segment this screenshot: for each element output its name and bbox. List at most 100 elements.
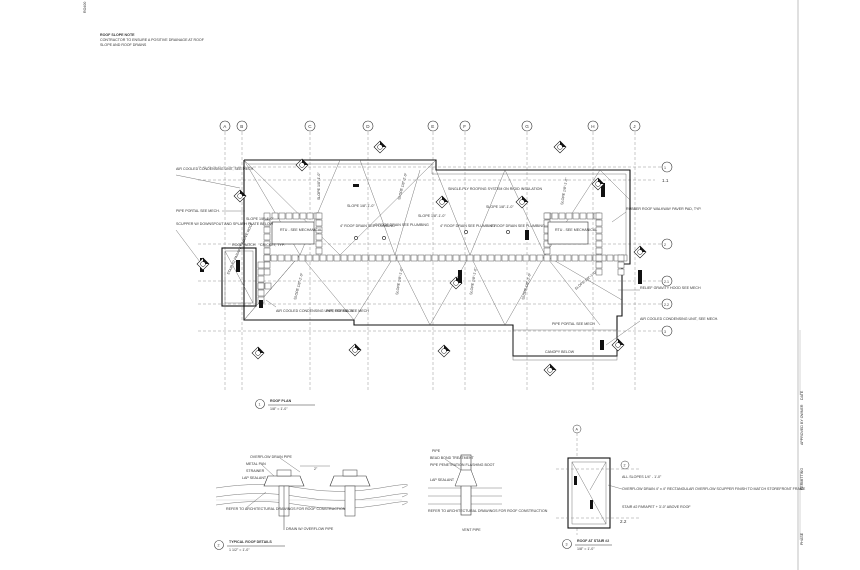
roof-plan-title: 1 ROOF PLAN 1/8" = 1'-0" [255,399,315,411]
rtu-right [547,221,589,245]
walkway-paver [292,212,300,220]
canopy-label: CANOPY BELOW [545,350,575,354]
walkway-paver [595,240,603,248]
slope-label: SLOPE 1/8"-1'-0" [395,267,404,296]
slope-label: SLOPE 1/8"-1'-0" [347,204,375,208]
section-marker [348,343,362,357]
grid-row-label: 2.2 [664,303,669,307]
walkway-paver [263,226,271,234]
title-scale: 1/8" = 1'-0" [577,547,595,551]
equipment-block [601,183,605,197]
callout-scupper: SCUPPER W/ DOWNSPOUT AND SPLASH PLATE BE… [176,222,274,226]
walkway-paver [284,254,292,262]
title-number: 3 [566,543,568,547]
walkway-paver [452,254,460,262]
grid-row-label: 2 [664,243,666,247]
slope-label: SLOPE 1/8"-1'-0" [418,214,446,218]
grid-col-bubble: A [576,428,579,432]
grid-column-label: F [463,124,466,129]
walkway-paver [263,240,271,248]
walkway-paver [606,254,614,262]
slope-label: SLOPE 1/8"-1'-0" [521,272,532,300]
walkway-paver [315,226,323,234]
walkway-paver [291,254,299,262]
section-marker [633,245,647,259]
walkway-paver [459,254,467,262]
rtu-left-label: RTU - SEE MECHANICAL [280,228,322,232]
walkway-paver [277,254,285,262]
grid-column-label: B [240,124,243,129]
walkway-paver [501,254,509,262]
walkway-paver [565,212,573,220]
grid-column-label: J [633,124,635,129]
walkway-paver [617,261,625,269]
walkway-paver [298,254,306,262]
equipment-block [236,260,240,272]
detail-label: BEAD BOND TREATMENT [430,456,475,460]
callout-rubber-walkway: RUBBER ROOF WALKWAY PAVER PAD, TYP. [626,207,701,211]
detail-label: VENT PIPE [462,528,481,532]
walkway-paver [445,254,453,262]
equipment-block [600,340,604,350]
typical-roof-detail-left: OVERFLOW DRAIN PIPE METAL PAN STRAINER L… [214,455,408,552]
walkway-paver [347,254,355,262]
walkway-paver [551,212,559,220]
detail-label: REFER TO ARCHITECTURAL DRAWINGS FOR ROOF… [226,507,346,511]
walkway-paver [264,282,272,290]
title-block-side-labels: PHASE PERMITTING APPROVED BY OWNER DATE [799,330,804,545]
title-scale: 1/8" = 1'-0" [270,407,288,411]
slope-label: SLOPE 1/8"-1'-0" [246,217,274,221]
section-marker [295,158,309,172]
walkway-paver [396,254,404,262]
title-number: 2 [218,544,220,548]
walkway-paver [579,212,587,220]
callout-pipe-portal-right: PIPE PORTAL SEE MECH [552,322,595,326]
walkway-paver [257,275,265,283]
detail-dimension: 2" [314,467,318,471]
walkway-paver [263,268,271,276]
walkway-paver [424,254,432,262]
typical-roof-detail-vent: PIPE BEAD BOND TREATMENT PIPE PENETRATIO… [428,449,548,532]
roof-drain-label: 4" ROOF DRAIN SEE PLUMBING [440,224,495,228]
roof-drain-label: 4" ROOF DRAIN SEE PLUMBING [490,224,545,228]
section-marker [233,189,247,203]
walkway-paver [257,268,265,276]
general-note-line: SLOPE AND ROOF DRAINS [100,43,147,47]
walkway-paver [403,254,411,262]
cricket-label: CRICKET, TYP. [260,243,285,247]
walkway-paver [571,254,579,262]
section-marker [437,344,451,358]
walkway-paver [417,254,425,262]
walkway-paver [558,212,566,220]
walkway-paver [572,212,580,220]
title-name: ROOF PLAN [270,399,292,403]
walkway-paver [312,254,320,262]
grid-row-bubble: 2 [624,464,626,468]
walkway-paver [595,212,603,220]
walkway-paver [550,254,558,262]
grid-column-label: A [223,124,227,129]
grid-row-label: 3 [664,330,666,334]
walkway-paver [257,282,265,290]
section-marker [449,276,463,290]
walkway-paver [375,254,383,262]
walkway-paver [557,254,565,262]
walkway-paver [410,254,418,262]
walkway-paver [263,261,271,269]
slope-label: SLOPE 1/8"-1'-0" [317,172,321,200]
walkway-paver [595,268,603,276]
section-marker [435,195,449,209]
section-marker [251,346,265,360]
side-label-date: DATE [800,390,804,400]
walkway-paver [578,254,586,262]
general-note-title: ROOF SLOPE NOTE [100,33,135,37]
walkway-paver [389,254,397,262]
walkway-paver [543,212,551,220]
walkway-paver [354,254,362,262]
sheet-corner-id: RO400 [83,2,87,13]
callout-ac-unit: AIR COOLED CONDENSING UNIT, SEE MECH. [176,167,254,171]
walkway-paver [595,261,603,269]
single-ply-label: SINGLE-PLY ROOFING SYSTEM ON RIGID INSUL… [448,187,542,191]
walkway-paver [315,212,323,220]
walkway-paver [270,254,278,262]
